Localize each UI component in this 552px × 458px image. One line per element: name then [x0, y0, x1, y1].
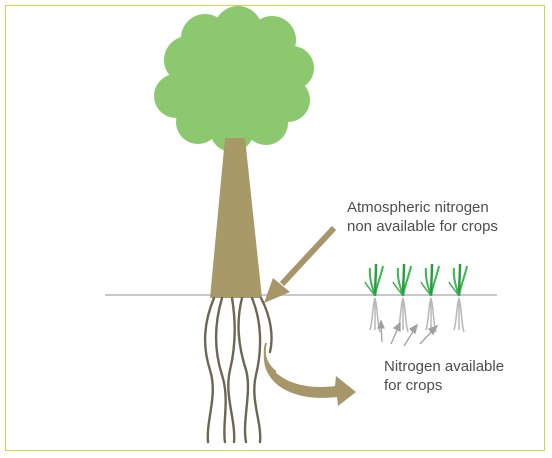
crop-seedling-icon — [449, 264, 467, 332]
tree-roots — [205, 298, 271, 442]
uptake-arrow-icon — [391, 323, 400, 344]
atmospheric-nitrogen-label: Atmospheric nitrogen non available for c… — [347, 198, 537, 236]
available-nitrogen-label: Nitrogen available for crops — [384, 357, 544, 395]
uptake-arrow-icon — [404, 325, 417, 346]
crop-seedling-icon — [421, 264, 439, 332]
atmospheric-arrow-icon — [264, 228, 334, 303]
uptake-arrows — [378, 321, 437, 346]
crop-seedling-icon — [393, 264, 411, 332]
tree-canopy-icon — [154, 6, 314, 152]
atmospheric-label-line1: Atmospheric nitrogen — [347, 198, 537, 217]
uptake-arrow-icon — [420, 326, 437, 344]
tree-trunk — [210, 138, 262, 298]
available-label-line2: for crops — [384, 376, 544, 395]
atmospheric-label-line2: non available for crops — [347, 217, 537, 236]
available-label-line1: Nitrogen available — [384, 357, 544, 376]
nitrogen-transfer-arrow-icon — [264, 343, 356, 406]
